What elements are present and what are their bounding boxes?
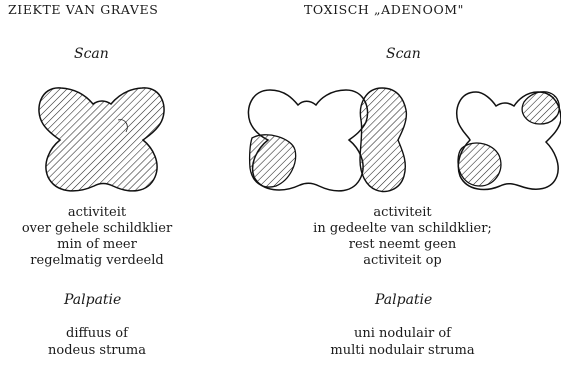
adenoma-activity-line-3: rest neemt geen xyxy=(300,237,505,253)
adenoma-activity-line-2: in gedeelte van schildklier; xyxy=(300,221,505,237)
adenoma-scan-1 xyxy=(248,90,367,191)
adenoma-activity-line-4: activiteit op xyxy=(300,253,505,269)
adenoma-palpation-label: Palpatie xyxy=(375,292,432,308)
adenoma-scan-3 xyxy=(457,92,561,190)
adenoma-activity-line-1: activiteit xyxy=(300,205,505,221)
adenoma-palpation-line-1: uni nodulair of xyxy=(300,326,505,342)
adenoma-scan-2 xyxy=(360,88,406,191)
adenoma-palpation-line-2: multi nodulair struma xyxy=(300,343,505,359)
